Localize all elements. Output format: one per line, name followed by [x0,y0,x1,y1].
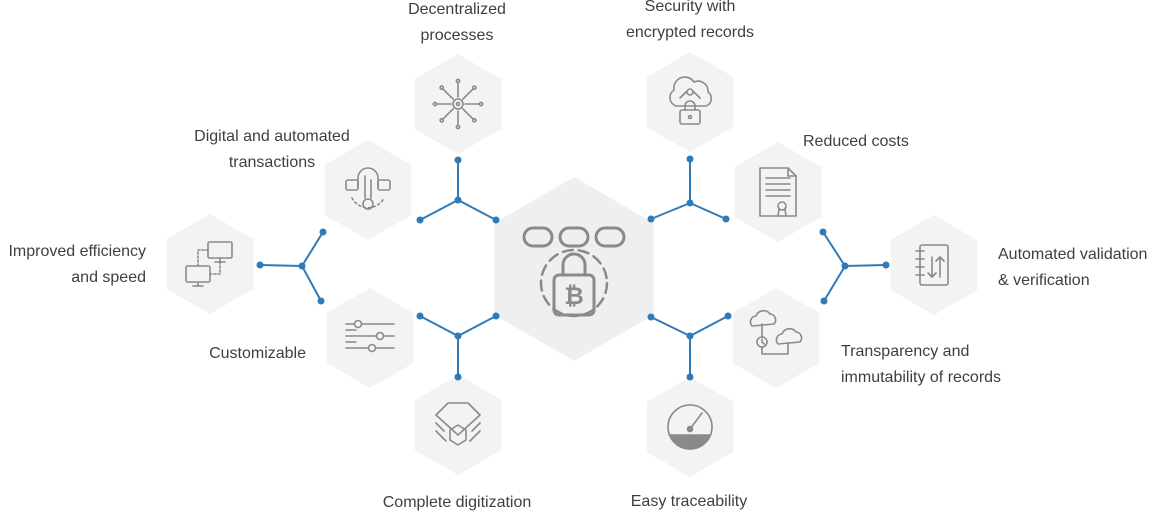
chain-lock-bitcoin-icon: ₿ [522,226,626,318]
center-hexagon [494,177,654,361]
certificate-document-icon [759,167,797,217]
hexagon-reduced-costs [734,142,822,242]
cloud-lock-icon [669,76,713,125]
connector-left [256,228,327,305]
connector-bottom-right [647,312,732,381]
label-reduced-costs: Reduced costs [803,133,909,150]
connector-right [819,228,890,305]
sliders-icon [345,319,395,353]
hexagon-decentralized [414,54,502,154]
label-efficiency: Improved efficiency and speed [8,243,146,286]
layered-chip-icon [435,402,481,446]
network-hub-icon [432,78,484,130]
cloud-key-icon [345,167,391,210]
svg-text:₿: ₿ [564,282,584,310]
hexagon-efficiency [166,214,254,314]
label-digital: Digital and automated transactions [194,128,350,171]
connector-top-left [416,156,500,224]
hexagon-validation [890,215,978,315]
label-customizable: Customizable [209,345,306,362]
label-digitization: Complete digitization [382,494,532,511]
label-security: Security with encrypted records [625,0,755,41]
connected-monitors-icon [185,241,233,287]
connector-top-right [647,155,730,223]
label-decentralized: Decentralized processes [408,1,506,44]
cloud-sync-icon [749,309,803,355]
label-transparency: Transparency and immutability of records [841,343,1002,386]
gauge-icon [667,404,713,450]
sort-notebook-icon [915,244,949,286]
label-traceability: Easy traceability [630,493,748,510]
hexagon-security [646,52,734,152]
hexagon-customizable [326,288,414,388]
hexagon-digital [324,140,412,240]
label-validation: Automated validation & verification [998,246,1148,289]
connector-bottom-left [416,312,500,381]
